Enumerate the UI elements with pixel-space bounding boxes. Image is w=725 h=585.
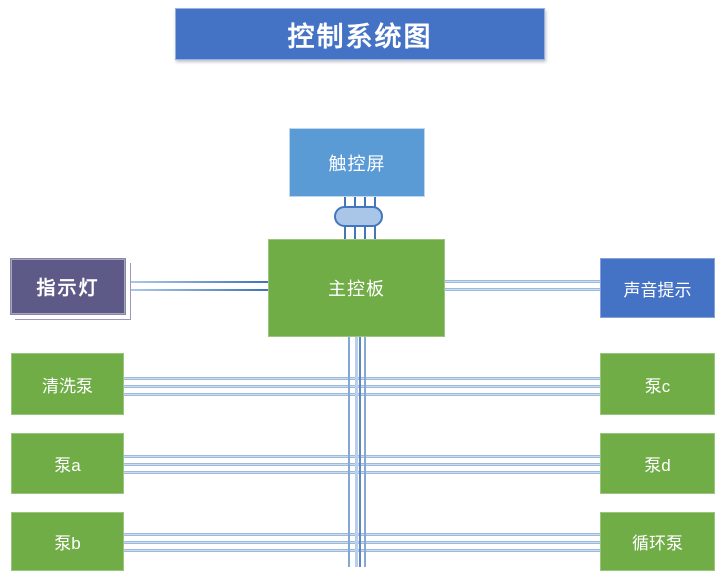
node-mainboard: 主控板 bbox=[268, 239, 445, 337]
wire-indicator-mainboard-2 bbox=[126, 289, 268, 291]
wire-row1-2 bbox=[124, 385, 600, 388]
node-wash-pump: 清洗泵 bbox=[11, 353, 124, 415]
node-pump-a-label: 泵a bbox=[54, 456, 81, 475]
node-circulation-pump-label: 循环泵 bbox=[632, 534, 683, 553]
node-touchscreen: 触控屏 bbox=[289, 128, 425, 197]
wire-row2-3 bbox=[124, 471, 600, 474]
wire-bus-vertical-4 bbox=[364, 337, 366, 567]
wire-row1-1 bbox=[124, 377, 600, 380]
node-sound-alert-label: 声音提示 bbox=[623, 280, 692, 300]
diagram-title-label: 控制系统图 bbox=[287, 21, 433, 52]
wire-mainboard-sound-1 bbox=[445, 280, 600, 283]
wire-row2-1 bbox=[124, 455, 600, 458]
node-pump-d-label: 泵d bbox=[644, 456, 671, 475]
node-mainboard-label: 主控板 bbox=[328, 279, 385, 299]
wire-indicator-mainboard-1 bbox=[126, 281, 268, 283]
node-pump-d: 泵d bbox=[600, 433, 715, 494]
wire-mainboard-sound-2 bbox=[445, 288, 600, 291]
diagram-title: 控制系统图 bbox=[175, 8, 545, 60]
wire-bus-vertical-1 bbox=[348, 337, 350, 567]
node-sound-alert: 声音提示 bbox=[600, 258, 715, 318]
wire-row2-2 bbox=[124, 463, 600, 466]
node-pump-b: 泵b bbox=[11, 512, 124, 571]
node-indicator-light: 指示灯 bbox=[10, 258, 126, 315]
node-pump-b-label: 泵b bbox=[54, 534, 81, 553]
wire-row3-1 bbox=[124, 533, 600, 536]
wire-row1-3 bbox=[124, 393, 600, 396]
node-pump-c: 泵c bbox=[600, 353, 715, 415]
node-indicator-light-label: 指示灯 bbox=[36, 278, 100, 299]
node-touchscreen-label: 触控屏 bbox=[328, 153, 386, 174]
node-wash-pump-label: 清洗泵 bbox=[42, 376, 93, 396]
node-pump-a: 泵a bbox=[11, 433, 124, 494]
cable-connector-pill bbox=[334, 206, 383, 227]
wire-bus-vertical-3 bbox=[359, 337, 361, 567]
wire-row3-3 bbox=[124, 549, 600, 552]
wire-row3-2 bbox=[124, 541, 600, 544]
node-pump-c-label: 泵c bbox=[644, 376, 671, 396]
wire-bus-vertical-2 bbox=[355, 337, 358, 567]
node-circulation-pump: 循环泵 bbox=[600, 512, 715, 571]
